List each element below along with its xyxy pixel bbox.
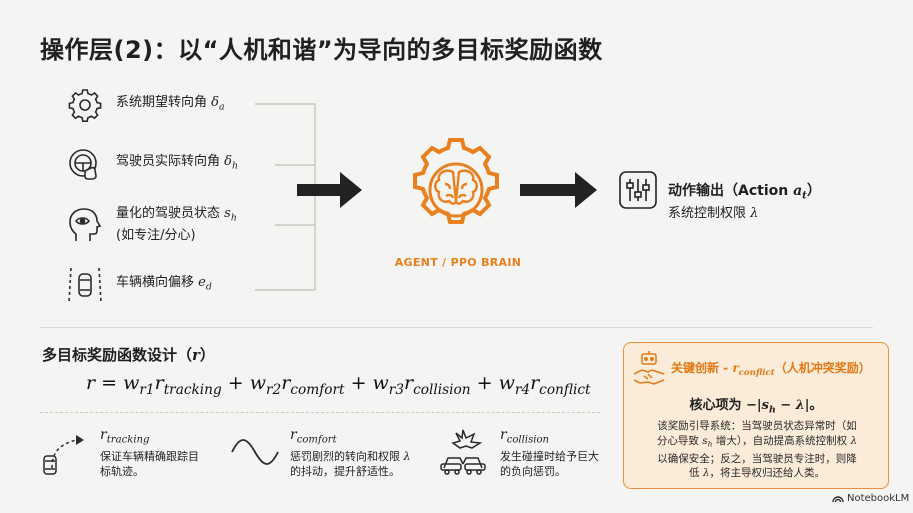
section-divider — [40, 327, 873, 328]
input-driver-state: 量化的驾驶员状态 sh(如专注/分心) — [66, 205, 237, 245]
term-comfort: rcomfort 惩罚剧烈的转向和权限 λ 的抖动，提升舒适性。 — [290, 427, 411, 478]
input-desired-steering: 系统期望转向角 δa — [66, 86, 225, 124]
term-collision: rcollision 发生碰撞时给予巨大 的负向惩罚。 — [500, 427, 599, 478]
reward-formula: r = wr1rtracking + wr2rcomfort + wr3rcol… — [86, 372, 591, 398]
input-label: 车辆横向偏移 ed — [116, 274, 212, 293]
robot-handshake-icon — [633, 351, 665, 385]
arrow-to-output-icon — [520, 172, 597, 208]
arrow-to-agent-icon — [297, 172, 362, 208]
car-lane-icon — [66, 266, 104, 304]
agent-label: AGENT / PPO BRAIN — [394, 256, 522, 269]
input-label: 驾驶员实际转向角 δh — [116, 153, 238, 172]
callout-body: 该奖励引导系统：当驾驶员状态异常时（如 分心导致 sh 增大），自动提高系统控制… — [656, 420, 858, 480]
input-lateral-offset: 车辆横向偏移 ed — [66, 266, 212, 304]
dashed-divider — [40, 412, 600, 413]
core-term: 核心项为 −|sh − λ|。 — [689, 398, 823, 416]
flow-diagram — [255, 103, 657, 291]
control-sliders-icon — [619, 171, 657, 209]
input-label: 量化的驾驶员状态 sh(如专注/分心) — [116, 206, 237, 244]
input-label: 系统期望转向角 δa — [116, 94, 225, 113]
reward-section-title: 多目标奖励函数设计（r） — [42, 346, 215, 364]
gear-icon — [66, 86, 104, 124]
input-actual-steering: 驾驶员实际转向角 δh — [66, 145, 238, 183]
head-eye-icon — [66, 206, 104, 244]
input-bracket — [255, 103, 316, 291]
notebooklm-icon — [832, 496, 844, 503]
term-tracking: rtracking 保证车辆精确跟踪目 标轨迹。 — [100, 427, 199, 478]
brand-logo: NotebookLM — [832, 493, 909, 504]
brand-name: NotebookLM — [847, 493, 910, 504]
output-subtitle: 系统控制权限 λ — [668, 206, 759, 221]
sine-wave-icon — [231, 439, 279, 465]
car-crash-icon — [440, 429, 486, 475]
callout-title: 关键创新 - rconflict（人机冲突奖励） — [671, 361, 871, 379]
car-trajectory-icon — [43, 435, 84, 475]
steering-wheel-hand-icon — [66, 145, 104, 183]
innovation-callout — [623, 342, 889, 489]
output-title: 动作输出（Action at） — [668, 183, 821, 202]
page-title: 操作层(2)：以“人机和谐”为导向的多目标奖励函数 — [40, 36, 603, 64]
brain-gear-icon — [413, 138, 499, 224]
